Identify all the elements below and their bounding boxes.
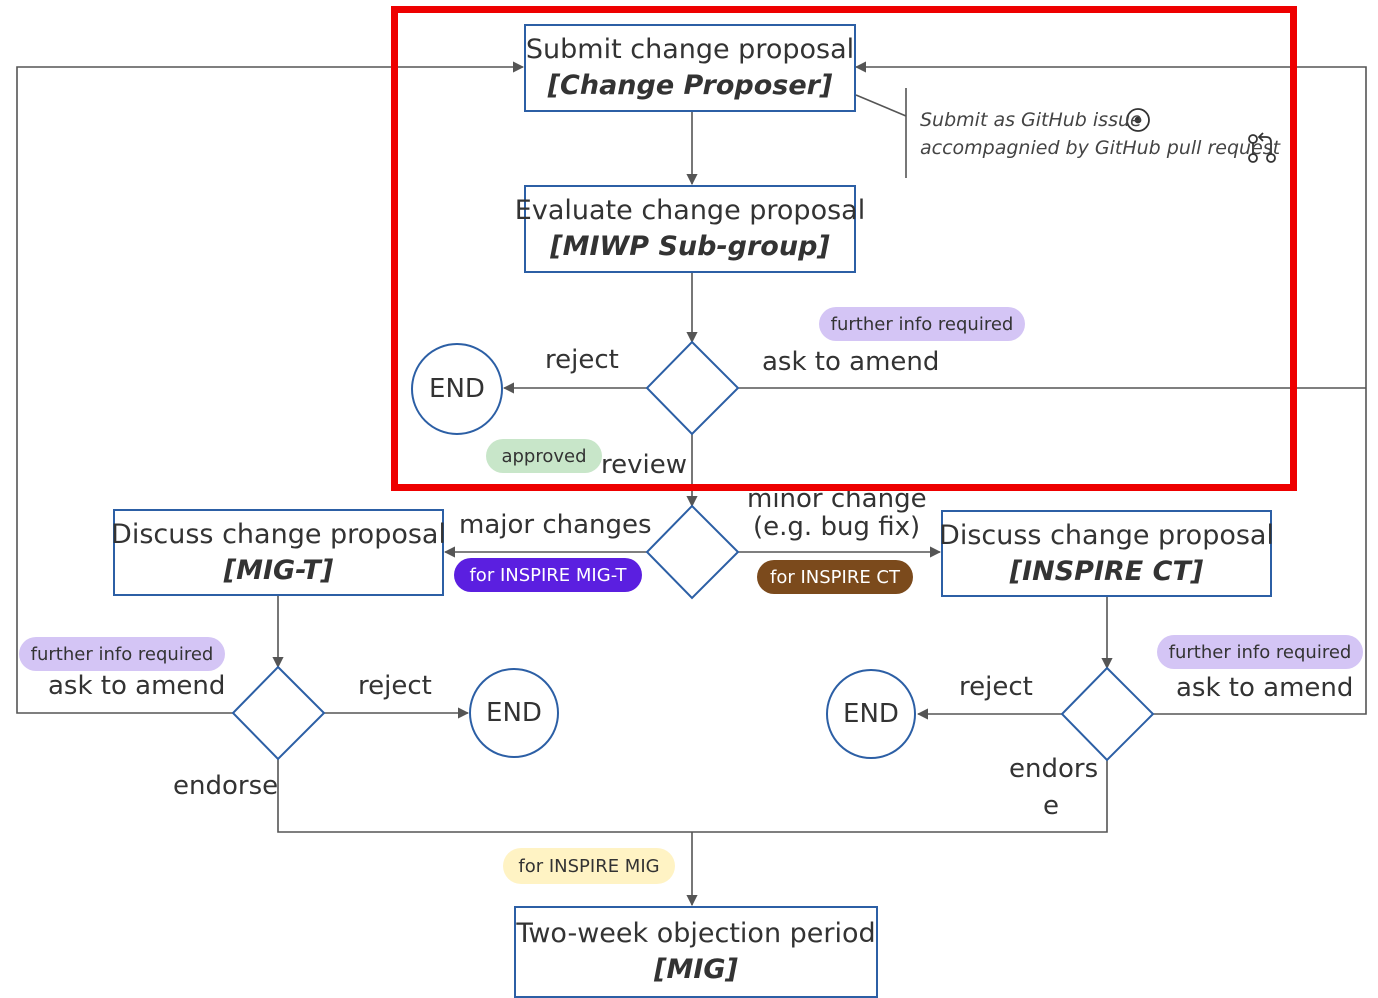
end-node-mig-t: END	[469, 668, 559, 758]
reject-label: reject	[358, 671, 432, 701]
github-pull-request-icon	[1248, 132, 1276, 163]
box-role: [MIG]	[654, 954, 738, 985]
ask-to-amend-label: ask to amend	[48, 671, 226, 701]
decision-diamond-ct	[1060, 666, 1155, 762]
box-role: [INSPIRE CT]	[1009, 555, 1204, 587]
box-role: [MIG-T]	[223, 554, 334, 586]
box-title: Evaluate change proposal	[514, 195, 866, 226]
endorse-label-part2: e	[1043, 791, 1059, 821]
reject-label: reject	[545, 345, 619, 375]
ask-to-amend-label: ask to amend	[762, 347, 940, 377]
submit-change-proposal-box: Submit change proposal [Change Proposer]	[524, 24, 856, 112]
decision-diamond-change-size	[645, 504, 740, 600]
endorse-label: endorse	[173, 771, 279, 801]
further-info-tag: further info required	[819, 307, 1025, 341]
decision-diamond-mig-t	[231, 665, 326, 761]
for-ct-tag: for INSPIRE CT	[757, 560, 913, 594]
ask-to-amend-label: ask to amend	[1176, 673, 1354, 703]
end-node-evaluate: END	[411, 343, 503, 435]
discuss-inspire-ct-box: Discuss change proposal [INSPIRE CT]	[939, 510, 1274, 597]
end-node-ct: END	[826, 669, 916, 759]
highlight-rectangle	[391, 6, 1297, 491]
box-role: [MIWP Sub-group]	[550, 231, 830, 262]
github-note-line1: Submit as GitHub issue	[920, 109, 1142, 131]
further-info-tag: further info required	[1157, 635, 1363, 669]
github-note-line2: accompagnied by GitHub pull request	[920, 137, 1281, 159]
box-title: Discuss change proposal	[111, 518, 446, 550]
approved-tag: approved	[486, 439, 602, 473]
box-title: Discuss change proposal	[939, 519, 1274, 551]
for-mig-t-tag: for INSPIRE MIG-T	[454, 558, 642, 592]
review-label: review	[601, 450, 687, 480]
further-info-tag: further info required	[19, 637, 225, 671]
evaluate-change-proposal-box: Evaluate change proposal [MIWP Sub-group…	[515, 185, 865, 273]
decision-diamond-evaluate	[645, 340, 740, 436]
box-role: [Change Proposer]	[547, 70, 833, 101]
reject-label: reject	[959, 672, 1033, 702]
endorse-label-part1: endors	[1009, 754, 1099, 784]
box-title: Submit change proposal	[525, 34, 855, 65]
minor-change-example-label: (e.g. bug fix)	[753, 512, 921, 542]
for-mig-tag: for INSPIRE MIG	[503, 848, 675, 884]
major-changes-label: major changes	[459, 510, 652, 540]
github-issue-icon	[1126, 108, 1150, 132]
objection-period-box: Two-week objection period [MIG]	[514, 906, 878, 998]
box-title: Two-week objection period	[516, 918, 876, 949]
discuss-mig-t-box: Discuss change proposal [MIG-T]	[111, 509, 446, 596]
